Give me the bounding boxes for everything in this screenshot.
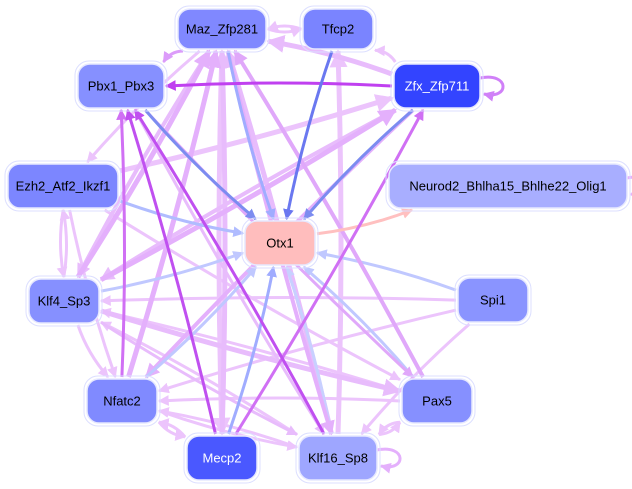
- node-halo: [74, 60, 168, 112]
- node-label: Otx1: [266, 236, 293, 251]
- edge-pbx1-pbx3-to-otx1: [144, 109, 257, 221]
- edge-pbx1-pbx3-to-klf16-sp8: [133, 109, 326, 435]
- edge-klf4-sp3-to-ezh2-atf2-ikzf1: [59, 208, 71, 278]
- node-klf4-sp3[interactable]: Klf4_Sp3: [25, 275, 103, 327]
- edge-nfatc2-to-mecp2: [157, 421, 187, 441]
- node-box: [7, 163, 119, 209]
- node-halo: [25, 275, 103, 327]
- edge-maz-zfp281-to-klf4-sp3: [76, 49, 211, 279]
- edge-ezh2-atf2-ikzf1-to-klf4-sp3: [56, 209, 68, 279]
- edge-mecp2-to-maz-zfp281: [213, 49, 232, 435]
- node-box: [388, 163, 628, 209]
- node-box: [86, 378, 158, 424]
- node-label: Nfatc2: [103, 394, 141, 409]
- node-otx1[interactable]: Otx1: [241, 217, 319, 269]
- edges-layer: [56, 20, 632, 474]
- node-box: [457, 277, 529, 323]
- node-halo: [295, 432, 381, 484]
- edge-zfx-zfp711-to-zfx-zfp711: [479, 75, 505, 102]
- node-halo: [183, 432, 261, 484]
- node-label: Mecp2: [202, 451, 241, 466]
- node-label: Klf16_Sp8: [308, 451, 368, 466]
- edge-maz-zfp281-to-mecp2: [212, 50, 231, 436]
- edge-klf4-sp3-to-nfatc2: [76, 324, 110, 378]
- edge-spi1-to-klf4-sp3: [99, 295, 457, 306]
- node-label: Pbx1_Pbx3: [88, 79, 155, 94]
- edge-klf4-sp3-to-zfx-zfp711: [99, 107, 397, 282]
- edge-klf16-sp8-to-tfcp2: [329, 49, 348, 435]
- node-nfatc2[interactable]: Nfatc2: [83, 375, 161, 427]
- node-halo: [83, 375, 161, 427]
- node-box: [77, 63, 165, 109]
- node-halo: [241, 217, 319, 269]
- node-spi1[interactable]: Spi1: [454, 274, 532, 326]
- node-label: Zfx_Zfp711: [405, 79, 470, 94]
- edge-maz-zfp281-to-pbx1-pbx3: [162, 49, 184, 63]
- node-label: Maz_Zfp281: [186, 22, 258, 37]
- node-pax5[interactable]: Pax5: [398, 375, 476, 427]
- node-box: [302, 8, 374, 50]
- edge-klf16-sp8-to-pax5: [378, 421, 402, 436]
- edge-ezh2-atf2-ikzf1-to-zfx-zfp711: [119, 94, 394, 174]
- edge-pax5-to-maz-zfp281: [233, 49, 425, 378]
- edge-pax5-to-otx1: [302, 265, 415, 378]
- edge-klf4-sp3-to-maz-zfp281: [75, 49, 212, 279]
- edge-pax5-to-nfatc2: [157, 395, 401, 406]
- node-halo: [390, 60, 484, 112]
- node-ezh2-atf2-ikzf1[interactable]: Ezh2_Atf2_Ikzf1: [4, 160, 122, 212]
- edge-tfcp2-to-maz-zfp281: [266, 20, 302, 31]
- node-label: Spi1: [480, 293, 506, 308]
- edge-tfcp2-to-otx1: [283, 50, 334, 221]
- node-label: Pax5: [422, 394, 452, 409]
- edge-klf16-sp8-to-pbx1-pbx3: [133, 109, 326, 435]
- node-label: Tfcp2: [322, 22, 355, 37]
- node-box: [244, 220, 316, 266]
- node-halo: [454, 274, 532, 326]
- edge-mecp2-to-otx1: [227, 265, 277, 435]
- edge-klf4-sp3-to-pax5: [100, 308, 402, 397]
- edge-zfx-zfp711-to-pbx1-pbx3: [164, 80, 393, 91]
- edge-klf4-sp3-to-klf16-sp8: [100, 320, 298, 436]
- node-halo: [174, 5, 270, 53]
- edge-nfatc2-to-pbx1-pbx3: [116, 108, 127, 378]
- edge-otx1-to-neurod2: [316, 208, 414, 236]
- node-label: Ezh2_Atf2_Ikzf1: [16, 179, 111, 194]
- node-box: [298, 435, 378, 481]
- edge-mecp2-to-pbx1-pbx3: [125, 108, 217, 435]
- node-halo: [385, 160, 631, 212]
- node-maz-zfp281[interactable]: Maz_Zfp281: [174, 5, 270, 53]
- edge-ezh2-atf2-ikzf1-to-pax5: [103, 208, 401, 382]
- node-box: [393, 63, 481, 109]
- edge-spi1-to-otx1: [315, 249, 457, 292]
- edge-pax5-to-klf4-sp3: [99, 307, 401, 393]
- node-label: Neurod2_Bhlha15_Bhlhe22_Olig1: [409, 179, 606, 194]
- edge-mecp2-to-zfx-zfp711: [234, 109, 425, 435]
- edge-zfx-zfp711-to-otx1: [302, 108, 414, 220]
- node-halo: [4, 160, 122, 212]
- node-zfx-zfp711[interactable]: Zfx_Zfp711: [390, 60, 484, 112]
- node-klf16-sp8[interactable]: Klf16_Sp8: [295, 432, 381, 484]
- node-label: Klf4_Sp3: [38, 294, 91, 309]
- node-neurod2[interactable]: Neurod2_Bhlha15_Bhlhe22_Olig1: [385, 160, 631, 212]
- node-box: [401, 378, 473, 424]
- node-box: [28, 278, 100, 324]
- edge-nfatc2-to-otx1: [145, 266, 258, 379]
- node-halo: [299, 5, 377, 53]
- node-halo: [398, 375, 476, 427]
- node-box: [177, 8, 267, 50]
- edge-maz-zfp281-to-otx1: [226, 50, 276, 221]
- node-tfcp2[interactable]: Tfcp2: [299, 5, 377, 53]
- node-mecp2[interactable]: Mecp2: [183, 432, 261, 484]
- edge-nfatc2-to-maz-zfp281: [126, 49, 222, 378]
- edge-klf4-sp3-to-otx1: [100, 251, 245, 293]
- node-box: [186, 435, 258, 481]
- edge-maz-zfp281-to-tfcp2: [267, 27, 303, 38]
- edge-klf16-sp8-to-klf16-sp8: [376, 447, 402, 474]
- edge-ezh2-atf2-ikzf1-to-otx1: [119, 199, 245, 238]
- node-pbx1-pbx3[interactable]: Pbx1_Pbx3: [74, 60, 168, 112]
- edge-zfx-zfp711-to-klf4-sp3: [99, 108, 397, 282]
- edge-zfx-zfp711-to-tfcp2: [373, 45, 397, 63]
